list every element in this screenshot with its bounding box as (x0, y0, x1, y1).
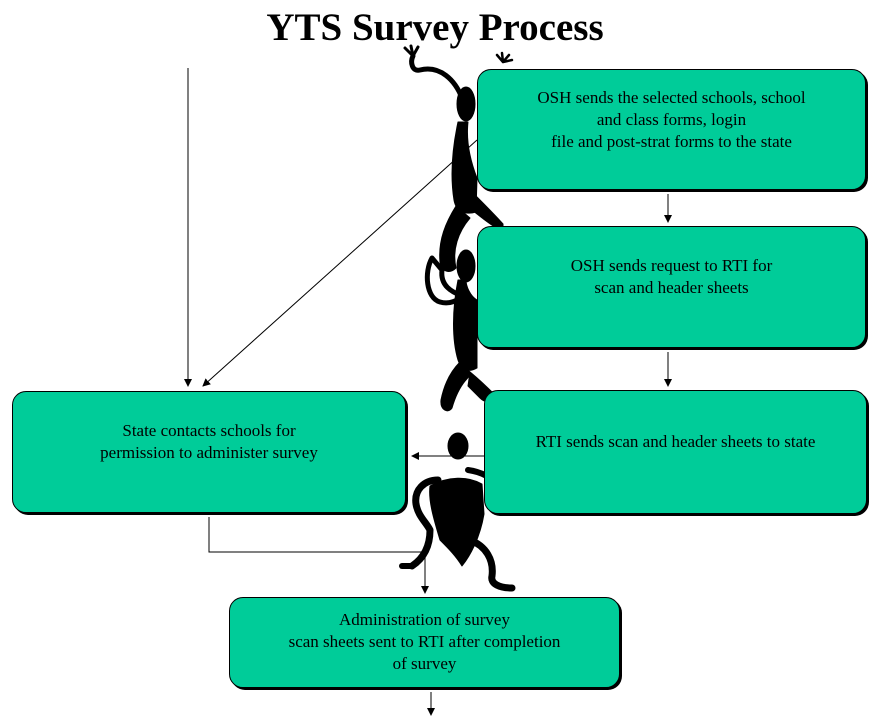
connector-state-to-admin-path (208, 517, 425, 553)
connectors (184, 68, 672, 716)
process-box-administration-of-survey: Administration of survey scan sheets sen… (229, 597, 620, 688)
process-box-state-contacts-schools: State contacts schools for permission to… (12, 391, 406, 513)
process-box-rti-sends-sheets: RTI sends scan and header sheets to stat… (484, 390, 867, 514)
diagram-title: YTS Survey Process (266, 6, 604, 49)
process-box-osh-request-rti: OSH sends request to RTI for scan and he… (477, 226, 866, 348)
process-box-osh-sends-forms: OSH sends the selected schools, school a… (477, 69, 866, 190)
connector-osh-forms-to-state (202, 139, 478, 387)
